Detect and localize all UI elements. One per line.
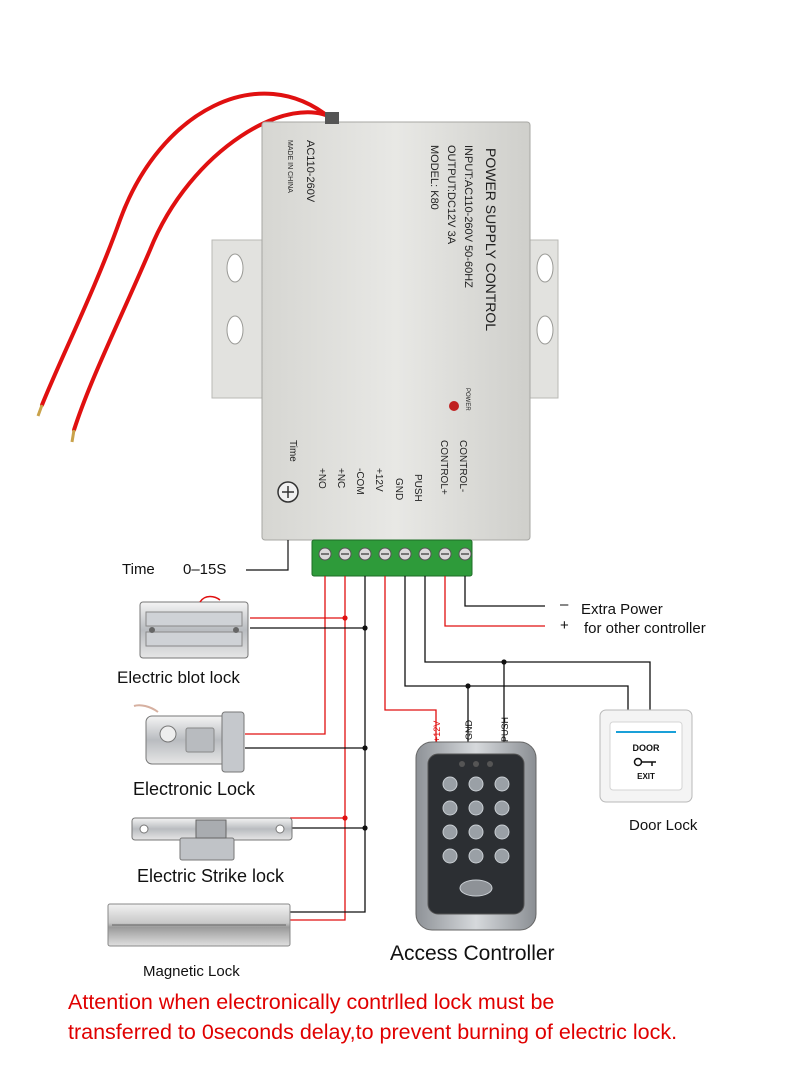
wire-labels: +12V GND PUSH: [432, 717, 510, 742]
power-led: [449, 401, 459, 411]
keypad-buttons: [442, 776, 510, 864]
housing-title: POWER SUPPLY CONTROL: [483, 148, 499, 331]
terminal-label: PUSH: [412, 474, 423, 502]
time-range-value: 0–15S: [183, 561, 227, 578]
ac-input-wires: [40, 91, 338, 432]
junction-dots: [342, 615, 368, 831]
wire-label-push: PUSH: [500, 717, 510, 742]
housing-model: MODEL: K80: [428, 145, 440, 210]
wire-label-12v: +12V: [432, 721, 442, 742]
wire-tips: [36, 404, 76, 443]
time-range-key: Time: [122, 561, 155, 578]
terminal-label: +NC: [335, 468, 346, 488]
extra-power-plus: +: [560, 617, 569, 634]
extra-power-label: Extra Power: [581, 601, 663, 618]
extra-power-minus: –: [560, 596, 569, 613]
housing-output: OUTPUT:DC12V 3A: [445, 145, 457, 245]
terminal-label: CONTROL+: [438, 440, 449, 495]
terminal-label: GND: [393, 478, 404, 500]
terminal-label: CONTROL-: [457, 440, 468, 492]
electric-strike-lock-image: [131, 817, 293, 861]
key-icon: [633, 757, 656, 767]
attention-line-2: transferred to 0seconds delay,to prevent…: [68, 1020, 678, 1044]
door-button-text-top: DOOR: [633, 743, 661, 753]
housing-ac-range: AC110-260V: [304, 140, 316, 203]
housing-text: POWER SUPPLY CONTROL INPUT:AC110-260V 50…: [286, 140, 499, 502]
magnetic-lock-label: Magnetic Lock: [143, 963, 240, 980]
attention-line-1: Attention when electronically contrlled …: [68, 990, 555, 1014]
housing-power-label: POWER: [464, 388, 470, 411]
controller-wires: [384, 576, 651, 742]
access-controller-label: Access Controller: [390, 942, 555, 965]
access-controller-keypad: [415, 741, 537, 931]
lock-wires: [245, 576, 366, 921]
door-button-text-bottom: EXIT: [637, 772, 655, 781]
magnetic-lock-image: [107, 903, 291, 947]
other-controller-label: for other controller: [584, 620, 706, 637]
housing-time-label: Time: [287, 440, 298, 462]
electric-strike-lock-label: Electric Strike lock: [137, 866, 285, 886]
electric-bolt-lock-label: Electric blot lock: [117, 668, 240, 687]
power-supply-unit: [211, 112, 559, 541]
housing-made-in: MADE IN CHINA: [286, 140, 293, 193]
electric-bolt-lock-image: [139, 595, 249, 659]
electronic-lock-label: Electronic Lock: [133, 779, 256, 799]
wire-label-gnd: GND: [464, 720, 474, 741]
terminal-label: +NO: [316, 468, 327, 489]
housing-input: INPUT:AC110-260V 50-60HZ: [462, 145, 474, 288]
door-exit-button: DOOR EXIT: [599, 709, 693, 803]
time-pointer-line: [246, 540, 289, 571]
terminal-block: [311, 539, 473, 577]
terminal-label: +12V: [373, 468, 384, 492]
terminal-label: -COM: [354, 468, 365, 495]
door-lock-label: Door Lock: [629, 817, 698, 834]
electronic-lock-image: [133, 704, 245, 773]
